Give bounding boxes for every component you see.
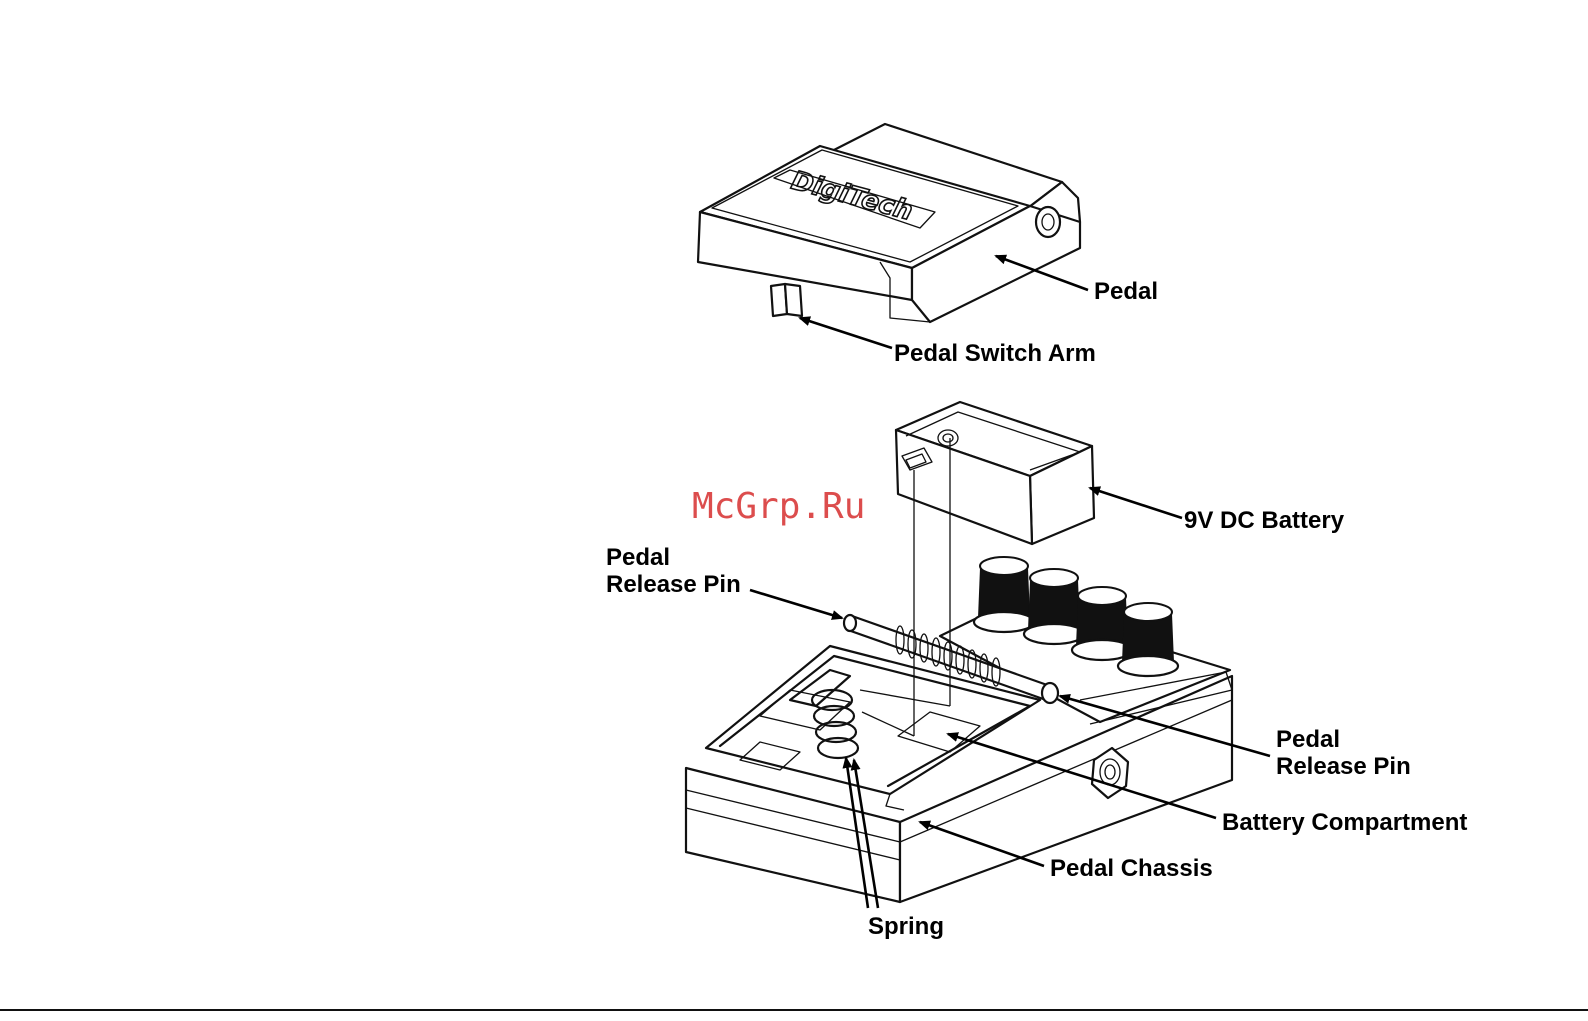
watermark-text: McGrp.Ru (692, 486, 865, 527)
knob-icon (974, 557, 1034, 632)
label-spring: Spring (868, 913, 944, 940)
knob-icon (1118, 603, 1178, 676)
label-pedal-chassis: Pedal Chassis (1050, 855, 1213, 882)
label-pedal: Pedal (1094, 278, 1158, 305)
label-release-pin-right-line2: Release Pin (1276, 753, 1411, 780)
label-pedal-switch-arm: Pedal Switch Arm (894, 340, 1096, 367)
pedal-part: DigiTech (698, 124, 1080, 322)
knob-icon (1024, 569, 1084, 644)
label-release-pin-left-line1: Pedal (606, 544, 670, 571)
pedal-switch-arm (771, 284, 802, 316)
battery-9v (896, 402, 1094, 544)
label-release-pin-left-line2: Release Pin (606, 571, 741, 598)
release-pin-left-arrow (750, 590, 842, 618)
label-release-pin-right-line1: Pedal (1276, 726, 1340, 753)
pedal-chassis (686, 557, 1232, 902)
label-battery-compartment: Battery Compartment (1222, 809, 1467, 836)
switch-arm-arrow (800, 318, 892, 348)
battery-arrow (1090, 488, 1182, 518)
label-battery: 9V DC Battery (1184, 507, 1345, 534)
jack-hole-icon (1036, 207, 1060, 237)
